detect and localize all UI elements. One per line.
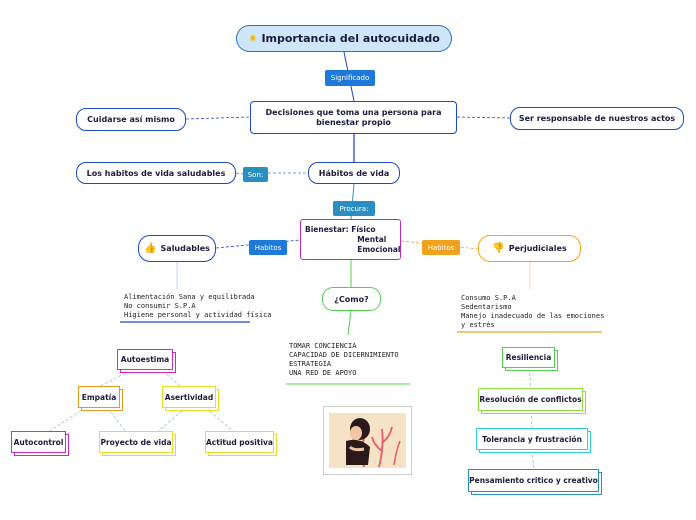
node-como[interactable]: ¿Como? — [322, 287, 381, 311]
perjudiciales-list: Consumo S.P.A Sedentarismo Manejo inadec… — [461, 294, 605, 329]
tolerancia-text: Tolerancia y frustración — [482, 434, 582, 444]
pensamiento-text: Pensamiento critico y creativo — [469, 476, 598, 485]
cuidarse-text: Cuidarse así mismo — [87, 115, 175, 124]
node-resiliencia[interactable]: Resiliencia — [502, 347, 555, 368]
asertividad-text: Asertividad — [164, 392, 214, 402]
como-text: ¿Como? — [334, 294, 369, 304]
proyecto-text: Proyecto de vida — [100, 437, 172, 447]
actitud-text: Actitud positiva — [206, 437, 273, 447]
node-saludables[interactable]: 👍 Saludables — [138, 235, 216, 262]
root-topic[interactable]: ✷ Importancia del autocuidado — [236, 25, 452, 52]
node-cuidarse[interactable]: Cuidarse así mismo — [76, 108, 186, 131]
node-habitos-saludables[interactable]: Los habitos de vida saludables — [76, 162, 236, 184]
node-pensamiento[interactable]: Pensamiento critico y creativo — [468, 469, 599, 492]
root-title: Importancia del autocuidado — [261, 32, 440, 45]
node-empatia[interactable]: Empatía — [78, 386, 120, 408]
autoestima-text: Autoestima — [120, 355, 170, 364]
node-decisiones[interactable]: Decisiones que toma una persona para bie… — [250, 101, 457, 134]
empatia-text: Empatía — [81, 392, 117, 402]
resiliencia-text: Resiliencia — [505, 353, 552, 362]
bienestar-text: Bienestar: Físico Mental Emocional — [305, 224, 401, 254]
node-tolerancia[interactable]: Tolerancia y frustración — [476, 428, 588, 450]
label-habitos-left[interactable]: Habitos — [249, 240, 287, 255]
node-responsable[interactable]: Ser responsable de nuestros actos — [510, 107, 684, 130]
label-procura[interactable]: Procura: — [333, 201, 375, 216]
autocontrol-text: Autocontrol — [13, 437, 64, 447]
como-list: TOMAR CONCIENCIA CAPACIDAD DE DICERNIMIE… — [289, 342, 399, 377]
node-actitud[interactable]: Actitud positiva — [205, 431, 274, 453]
resolucion-text: Resolución de conflictos — [479, 395, 582, 404]
decisiones-text: Decisiones que toma una persona para bie… — [265, 107, 442, 127]
node-habitos-vida[interactable]: Hábitos de vida — [308, 162, 400, 184]
node-asertividad[interactable]: Asertividad — [162, 386, 216, 408]
responsable-text: Ser responsable de nuestros actos — [518, 114, 676, 123]
woman-coral-icon — [329, 413, 406, 468]
node-autocontrol[interactable]: Autocontrol — [11, 431, 66, 453]
saludables-text: Saludables — [160, 244, 210, 253]
saludables-list: Alimentación Sana y equilibrada No consu… — [124, 293, 272, 319]
node-perjudiciales[interactable]: 👎 Perjudiciales — [478, 235, 581, 262]
habitos-vida-text: Hábitos de vida — [318, 168, 390, 178]
node-bienestar[interactable]: Bienestar: Físico Mental Emocional — [300, 219, 401, 260]
sparkle-icon: ✷ — [248, 32, 258, 45]
thumbs-down-icon: 👎 — [492, 243, 505, 254]
perjudiciales-text: Perjudiciales — [508, 244, 567, 253]
node-resolucion[interactable]: Resolución de conflictos — [478, 388, 583, 411]
label-significado[interactable]: Significado — [325, 70, 375, 86]
node-autoestima[interactable]: Autoestima — [117, 349, 173, 370]
thumbs-up-icon: 👍 — [144, 243, 157, 254]
node-proyecto[interactable]: Proyecto de vida — [99, 431, 173, 453]
illustration-image — [323, 406, 412, 475]
label-habitos-right[interactable]: Habitos — [422, 240, 460, 255]
habitos-saludables-text: Los habitos de vida saludables — [86, 168, 226, 178]
label-son[interactable]: Son: — [243, 167, 268, 182]
